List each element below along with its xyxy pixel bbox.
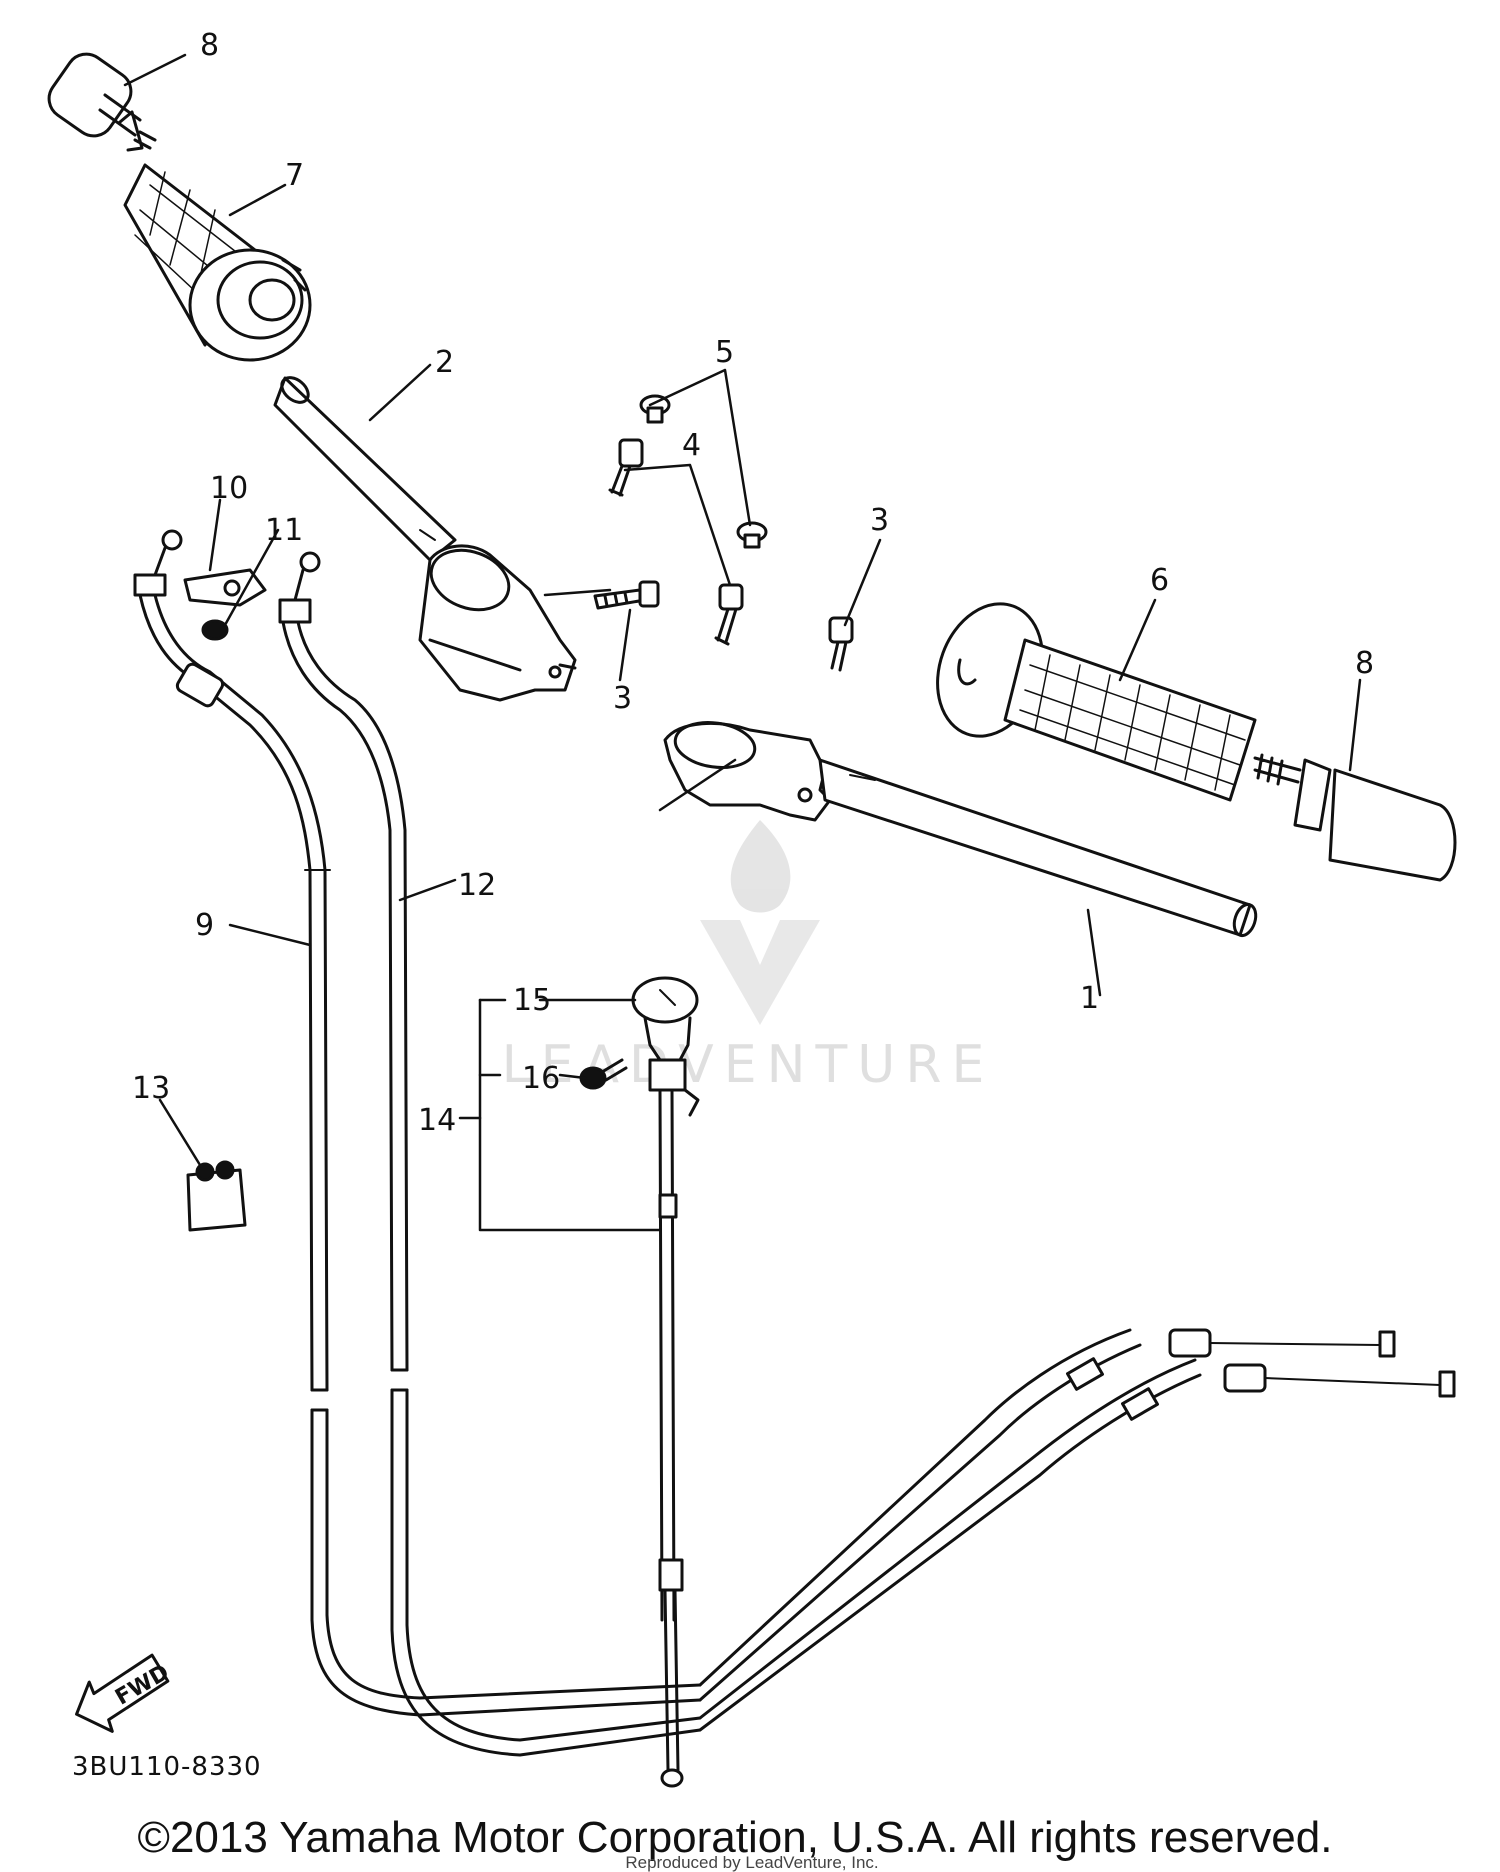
reference-code: 3BU110-8330 [72,1752,262,1782]
callout-5: 5 [715,335,734,370]
leader-lines [123,53,1362,1232]
cable-nut [201,619,229,641]
callout-3-lower: 3 [613,681,632,716]
watermark-flame-icon [730,820,791,913]
handlebar-holder-right [418,544,577,702]
cable-bracket [183,568,267,607]
throttle-grip [123,163,312,362]
bolt-4a [608,438,644,497]
watermark-text: LEADVENTURE [502,1035,995,1095]
handlebar-holder-left [663,721,832,822]
copyright-notice: ©2013 Yamaha Motor Corporation, U.S.A. A… [138,1813,1333,1862]
callout-16: 16 [522,1061,560,1096]
handlebar-left-tube [818,758,1258,938]
bolt-3-right [828,616,854,672]
callout-12: 12 [458,868,496,903]
callout-8-right: 8 [1355,646,1374,681]
left-grip [936,602,1257,802]
choke-screw [579,1058,628,1090]
callout-7: 7 [285,158,304,193]
leadventure-watermark: LEADVENTURE [502,820,995,1095]
bar-end-weight-top [47,52,157,152]
bolt-cap-5a [639,394,671,424]
callout-1: 1 [1080,981,1099,1016]
forward-direction-arrow-icon [75,1653,170,1733]
callout-3-right: 3 [870,503,889,538]
callout-8-top: 8 [200,28,219,63]
callout-10: 10 [210,471,248,506]
throttle-cable-9 [138,593,702,1717]
bolt-4b [714,583,744,646]
part-callouts: 8 7 2 5 4 3 3 6 8 1 10 11 9 12 13 14 15 … [132,28,1374,1138]
callout-14: 14 [418,1103,456,1138]
throttle-cable-ends [133,529,321,624]
bolt-3-upper [593,580,660,610]
credit-line: Reproduced by LeadVenture, Inc. [625,1853,878,1872]
callout-15: 15 [513,983,551,1018]
cable-bundle-lower [698,1328,1456,1732]
callout-13: 13 [132,1071,170,1106]
throttle-cable-12 [281,620,702,1757]
watermark-v-icon [700,920,820,1025]
callout-11: 11 [265,513,303,548]
bar-end-weight-right [1253,753,1457,882]
bolt-cap-5b [736,521,768,549]
callout-6: 6 [1150,563,1169,598]
callout-2: 2 [435,345,454,380]
cable-clip [186,1160,247,1232]
callout-9: 9 [195,908,214,943]
callout-4: 4 [682,428,701,463]
choke-cable [631,976,700,1788]
